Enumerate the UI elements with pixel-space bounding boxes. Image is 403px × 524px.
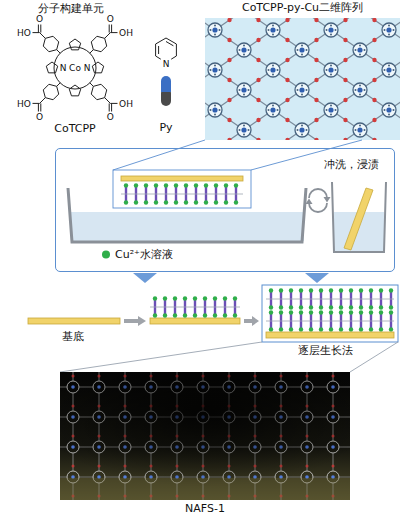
atom-label: O [36, 113, 43, 122]
panel-heading: CoTCPP-py-Cu二维阵列 [205, 2, 400, 15]
molecule-name: CoTCPP [54, 123, 95, 134]
nafs-render [60, 372, 350, 500]
atom-label: O [107, 15, 114, 24]
atom-label: N [84, 64, 91, 73]
atom-label: Co [69, 64, 81, 73]
atom-label: HO [17, 29, 31, 38]
atom-label: HO [17, 100, 31, 109]
down-arrows [133, 273, 329, 283]
structure-name: NAFS-1 [60, 503, 350, 516]
dipping-trough [68, 176, 306, 259]
method-label: 逐层生长法 [298, 345, 353, 358]
process-panel: 冲洗，浸渍 Cu²⁺水溶液 [55, 148, 395, 272]
structure-render: NAFS-1 [60, 372, 350, 500]
atom-label: O [107, 113, 114, 122]
cycle-arrows [306, 189, 331, 212]
atom-label: OH [119, 100, 133, 109]
array-panel: CoTCPP-py-Cu二维阵列 [205, 18, 400, 140]
atom-label: O [36, 15, 43, 24]
rinse-beaker [332, 182, 386, 252]
section-title: 分子构建单元 [38, 3, 104, 16]
cotcpp-molecule [33, 25, 118, 112]
zoom-leader [113, 140, 362, 208]
solution-label: Cu²⁺水溶液 [115, 249, 173, 262]
atom-label: N [163, 59, 170, 68]
pyridine-molecule [156, 38, 177, 106]
substrate-label: 基底 [62, 331, 84, 344]
step-label: 冲洗，浸渍 [324, 159, 379, 172]
two-d-array-art [205, 18, 400, 140]
atom-label: OH [119, 29, 133, 38]
growth-sequence [28, 285, 398, 372]
atom-label: N [60, 64, 67, 73]
molecule-name: Py [159, 122, 172, 133]
